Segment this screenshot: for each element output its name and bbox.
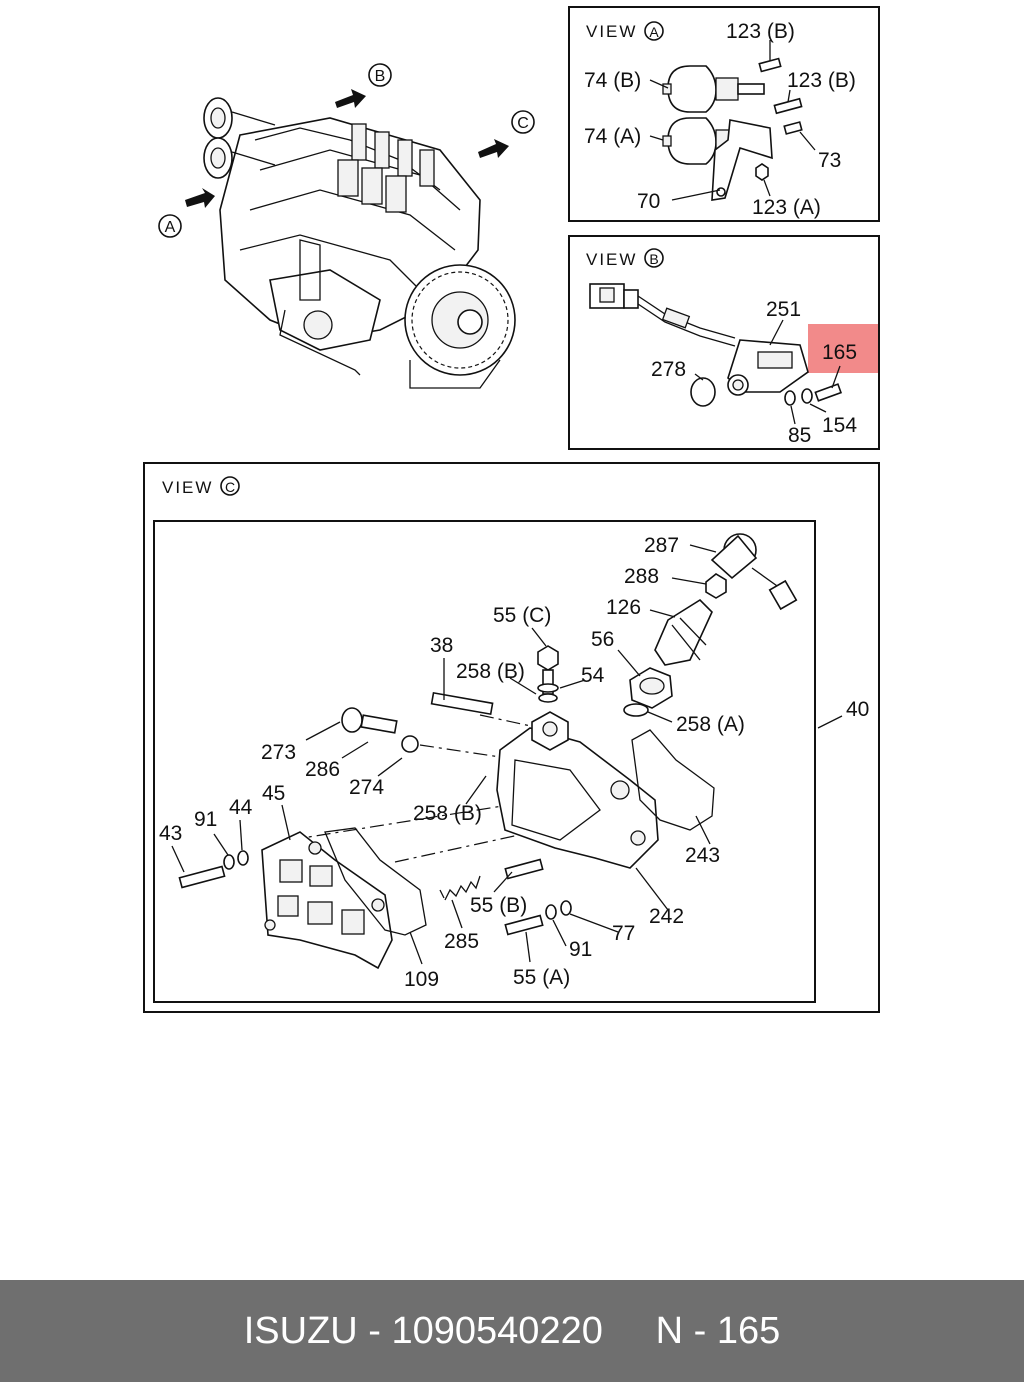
label-40: 40 [846,698,869,721]
label-85: 85 [788,424,811,447]
cover-45 [261,831,393,970]
label-285: 285 [444,930,479,953]
bolt-165 [814,383,843,402]
view-c-badge: C [225,479,235,495]
washer-258b-top [538,693,558,703]
highlight-165 [808,324,878,373]
label-126: 126 [606,596,641,619]
washer-85 [784,390,796,406]
callout-c: C [517,115,529,132]
washer-274 [401,735,419,753]
connector [589,283,736,347]
label-38: 38 [430,634,453,657]
label-55c: 55 (C) [493,604,551,627]
arrow-c: C [478,110,535,158]
view-c-title: VIEW [162,478,213,497]
callout-b: B [375,68,386,85]
label-243: 243 [685,844,720,867]
gasket-109 [324,827,427,936]
drive-gear [404,264,516,389]
label-258b-mid: 258 (B) [413,802,482,825]
washer-77 [560,900,572,916]
label-74b: 74 (B) [584,69,641,92]
label-123b-mid: 123 (B) [787,69,856,92]
label-258a: 258 (A) [676,713,745,736]
washer-44 [237,850,249,866]
injection-pump-overview: A B C [158,63,535,389]
label-286: 286 [305,758,340,781]
label-287: 287 [644,534,679,557]
sensor-287 [710,533,798,611]
view-b-badge: B [649,251,658,267]
label-123a: 123 (A) [752,196,821,219]
switch-126 [654,598,713,666]
bolts-view-a [755,57,803,181]
gasket-243 [631,729,715,831]
label-288: 288 [624,565,659,588]
label-123b-top: 123 (B) [726,20,795,43]
footer-bar: ISUZU - 1090540220 N - 165 [0,1280,1024,1382]
actuator-74b [662,65,765,113]
sensor-251 [727,339,809,396]
view-b-title: VIEW [586,250,637,269]
label-154: 154 [822,414,857,437]
label-251: 251 [766,298,801,321]
label-73: 73 [818,149,841,172]
arrow-b: B [335,63,392,108]
label-274: 274 [349,776,384,799]
view-c-panel: VIEW C [143,462,880,1013]
parts-diagram: A B C VIEW A [143,6,880,1013]
label-165: 165 [822,341,857,364]
label-45: 45 [262,782,285,805]
o-ring-258a [623,703,649,717]
label-74a: 74 (A) [584,125,641,148]
label-55a: 55 (A) [513,966,570,989]
label-278: 278 [651,358,686,381]
label-44: 44 [229,796,253,819]
label-109: 109 [404,968,439,991]
label-55b: 55 (B) [470,894,527,917]
view-b-panel: VIEW B 251 [568,235,880,450]
washer-54 [537,683,559,693]
label-54: 54 [581,664,605,687]
view-a-badge: A [649,24,659,40]
label-70: 70 [637,190,660,213]
bolt-43 [178,865,226,889]
label-91-left: 91 [194,808,217,831]
view-a-panel: VIEW A [568,6,880,222]
washer-91-right [545,904,557,920]
nut-288 [705,573,727,599]
view-a-title: VIEW [586,22,637,41]
label-77: 77 [612,922,635,945]
label-242: 242 [649,905,684,928]
label-56: 56 [591,628,614,651]
arrow-a: A [158,188,215,238]
cap-273 [341,707,363,733]
washer-91-left [223,854,235,870]
label-91-right: 91 [569,938,592,961]
spring-285 [439,875,481,901]
bolt-55a [504,914,544,936]
label-43: 43 [159,822,182,845]
footer-part-text: ISUZU - 1090540220 N - 165 [243,1309,781,1352]
label-258b-top: 258 (B) [456,660,525,683]
bolt-55b [504,858,544,880]
callout-a: A [165,219,176,236]
part-56 [629,667,673,709]
plunger-group [337,123,435,213]
stud-38 [430,691,494,716]
o-ring-278 [690,377,716,407]
housing-242 [496,711,659,869]
label-273: 273 [261,741,296,764]
plug-286 [360,714,398,734]
washer-154 [801,388,813,404]
actuator-group [203,97,276,179]
